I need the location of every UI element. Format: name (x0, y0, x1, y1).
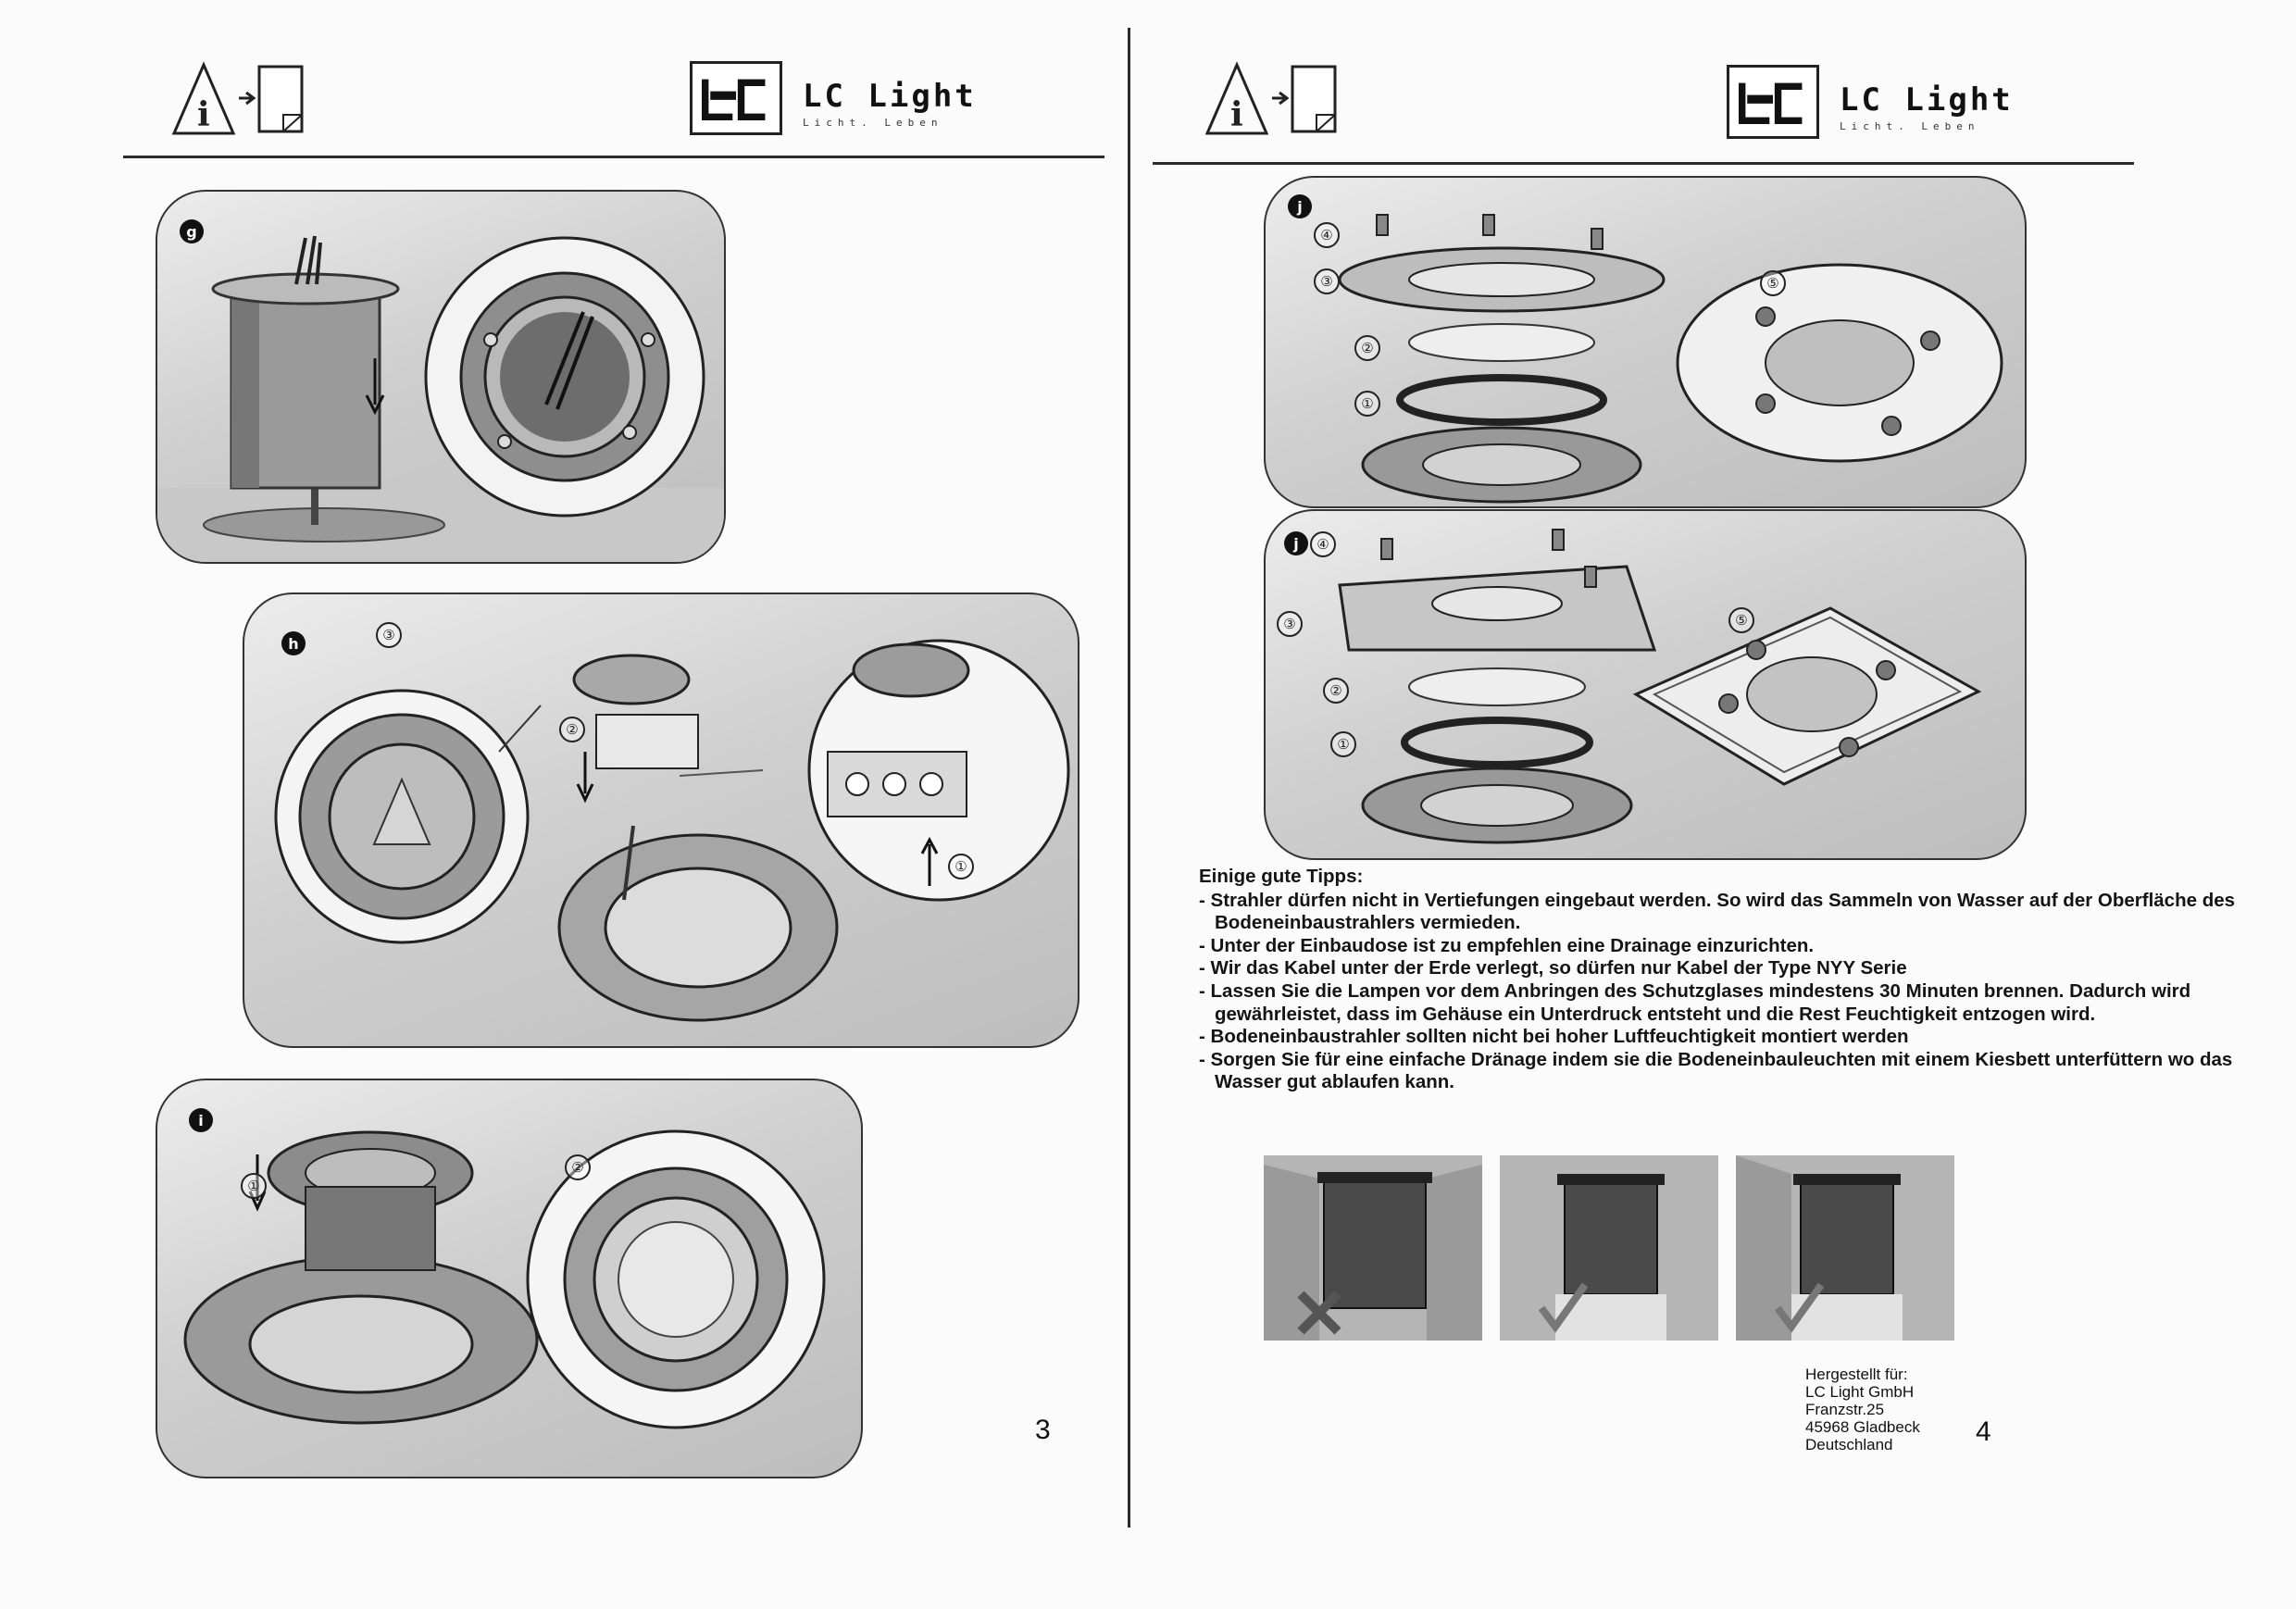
cross-icon (1297, 1291, 1341, 1335)
step-j-square-label-4: ④ (1310, 531, 1336, 557)
warning-info-icon: i (1204, 61, 1337, 135)
rotate-icon (1746, 640, 1766, 660)
down-arrow-icon (576, 752, 594, 804)
manufacturer-city: 45968 Gladbeck (1805, 1418, 1920, 1436)
brand-logo: LC Light Licht. Leben (690, 61, 977, 144)
arrow-right-icon (239, 91, 256, 106)
step-j-round-panel: j ④ ③ ② ① ⑤ (1264, 176, 2027, 508)
brand-mark (1727, 65, 1819, 139)
manufacturer-block: Hergestellt für: LC Light GmbH Franzstr.… (1805, 1366, 1920, 1453)
drainage-figure-ok (1500, 1155, 1718, 1341)
step-j-square-label-1: ① (1330, 731, 1356, 757)
right-page: i LC Light Licht. Leben (1139, 0, 2296, 1609)
step-h-label-3: ③ (376, 622, 402, 648)
step-j-square-label-5: ⑤ (1728, 607, 1754, 633)
step-i-label-1: ① (241, 1173, 267, 1199)
page-number-left: 3 (1035, 1415, 1051, 1445)
tip-item: - Bodeneinbaustrahler sollten nicht bei … (1199, 1026, 1909, 1048)
step-i-label-2: ② (565, 1154, 591, 1180)
step-j-square-illustration (1338, 529, 1982, 844)
tip-item: - Strahler dürfen nicht in Vertiefungen … (1199, 889, 2236, 934)
tips-section: Einige gute Tipps: - Strahler dürfen nic… (1199, 866, 2236, 1094)
step-i-badge: i (189, 1108, 213, 1132)
step-j-round-label-3: ③ (1314, 268, 1340, 294)
brand-tagline: Licht. Leben (1840, 120, 1980, 132)
rotate-icon (1839, 737, 1859, 757)
rotate-icon (1876, 660, 1896, 680)
brand-name: LC Light (803, 78, 977, 115)
step-i-panel: i ① ② (156, 1079, 863, 1478)
step-g-panel: g (156, 190, 726, 564)
step-j-round-illustration (1338, 214, 2003, 504)
tip-item: - Lassen Sie die Lampen vor dem Anbringe… (1199, 979, 2191, 1025)
step-j-square-panel: j ④ ③ ② ① ⑤ (1264, 509, 2027, 860)
step-j-square-label-2: ② (1323, 678, 1349, 704)
down-arrow-icon (365, 358, 385, 416)
rotate-icon (1718, 693, 1739, 714)
up-arrow-icon (920, 836, 939, 886)
page-number-right: 4 (1976, 1416, 1991, 1447)
brand-tagline: Licht. Leben (803, 117, 943, 129)
step-j-round-label-5: ⑤ (1760, 270, 1786, 296)
rotate-icon (1755, 393, 1776, 414)
step-j-round-badge: j (1288, 194, 1312, 218)
step-h-label-2: ② (559, 717, 585, 742)
step-h-label-1: ① (948, 854, 974, 879)
arrow-right-icon (1272, 91, 1290, 106)
brand-mark (690, 61, 782, 135)
check-icon (1538, 1282, 1589, 1333)
drainage-figure-ok (1736, 1155, 1954, 1341)
manufacturer-label: Hergestellt für: (1805, 1366, 1908, 1383)
step-j-round-label-4: ④ (1314, 222, 1340, 248)
check-icon (1774, 1282, 1825, 1333)
left-page: i LC Light Licht. Leben (0, 0, 1139, 1609)
drainage-figure-wrong (1264, 1155, 1482, 1341)
header-rule (1153, 162, 2134, 165)
svg-text:i: i (197, 95, 210, 134)
step-g-illustration (157, 235, 724, 562)
brand-name: LC Light (1840, 81, 2014, 118)
step-h-badge: h (281, 631, 306, 655)
brand-logo: LC Light Licht. Leben (1727, 65, 2014, 148)
step-g-badge: g (180, 219, 204, 243)
rotate-icon (1920, 331, 1940, 351)
manufacturer-street: Franzstr.25 (1805, 1401, 1885, 1418)
manufacturer-country: Deutschland (1805, 1436, 1893, 1453)
svg-text:i: i (1230, 95, 1243, 134)
step-i-illustration (183, 1129, 826, 1429)
step-h-illustration (274, 639, 1070, 1022)
page-spine (1128, 28, 1130, 1528)
warning-info-icon: i (171, 61, 304, 135)
tip-item: - Sorgen Sie für eine einfache Dränage i… (1199, 1048, 2233, 1093)
step-h-panel: h ③ ② ① (243, 592, 1079, 1048)
step-j-square-label-3: ③ (1277, 611, 1303, 637)
step-j-round-label-1: ① (1354, 391, 1380, 417)
header-rule (123, 156, 1104, 158)
tips-title: Einige gute Tipps: (1199, 866, 1364, 887)
step-j-square-badge: j (1284, 531, 1308, 555)
manufacturer-company: LC Light GmbH (1805, 1383, 1915, 1401)
rotate-icon (1755, 306, 1776, 327)
rotate-icon (1881, 416, 1902, 436)
step-j-round-label-2: ② (1354, 335, 1380, 361)
tip-item: - Unter der Einbaudose ist zu empfehlen … (1199, 934, 1815, 956)
tip-item: - Wir das Kabel unter der Erde verlegt, … (1199, 957, 1907, 979)
